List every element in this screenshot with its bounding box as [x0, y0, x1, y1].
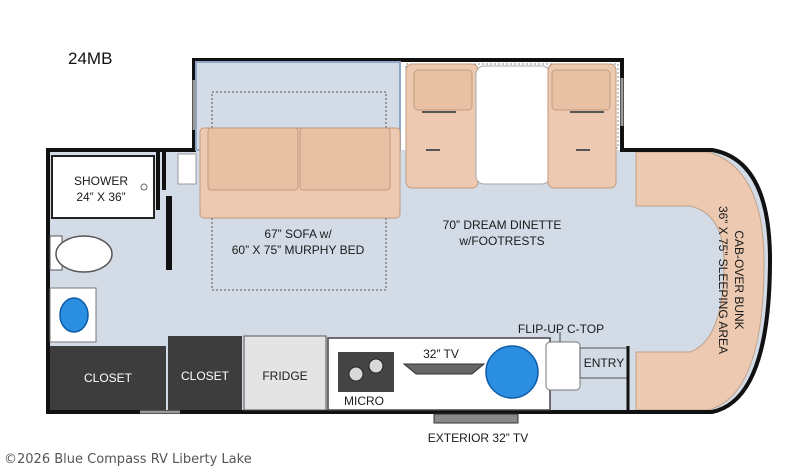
bath-door — [166, 196, 172, 270]
shower-dimensions: 24” X 36” — [76, 190, 125, 204]
bath-sink — [49, 287, 97, 343]
murphy-bed-label: 60” X 75” MURPHY BED — [232, 243, 365, 257]
windows — [140, 78, 624, 414]
exterior-tv-label: EXTERIOR 32” TV — [428, 431, 528, 445]
fridge — [243, 335, 327, 411]
copyright: ©2026 Blue Compass RV Liberty Lake — [4, 452, 252, 467]
flip-up-countertop — [545, 341, 581, 391]
cabover-label: CAB-OVER BUNK — [732, 230, 746, 329]
fridge-label: FRIDGE — [262, 369, 307, 383]
closet-1 — [50, 346, 166, 410]
toilet — [49, 235, 113, 273]
closet-2-label: CLOSET — [181, 369, 230, 383]
sofa — [199, 127, 401, 219]
dinette-table — [475, 65, 551, 185]
microwave — [338, 352, 394, 392]
dinette-seat-right — [547, 63, 617, 189]
bath-door-frame — [162, 150, 166, 190]
dinette-seat-left — [405, 63, 479, 189]
interior-tv-label: 32” TV — [423, 347, 459, 361]
bathroom-wall — [156, 150, 160, 210]
interior-tv — [402, 363, 486, 375]
bath-step — [177, 153, 197, 185]
shower — [51, 155, 155, 219]
shower-drain — [140, 183, 148, 191]
cabover-bunk — [635, 151, 765, 411]
micro-label: MICRO — [344, 394, 384, 408]
dinette-label: 70” DREAM DINETTE — [443, 218, 562, 232]
galley-sink — [485, 345, 539, 399]
flip-up-label: FLIP-UP C-TOP — [518, 322, 604, 336]
entry-label: ENTRY — [584, 356, 624, 370]
exterior-tv — [433, 413, 519, 424]
closet-1-label: CLOSET — [84, 371, 133, 385]
cabover-dimensions: 36” X 75” SLEEPING AREA — [716, 206, 730, 354]
dinette-footrests-label: w/FOOTRESTS — [458, 234, 544, 248]
model-name: 24MB — [68, 49, 113, 68]
shower-label: SHOWER — [74, 174, 128, 188]
closet-2 — [168, 336, 242, 410]
sofa-label: 67” SOFA w/ — [264, 227, 332, 241]
